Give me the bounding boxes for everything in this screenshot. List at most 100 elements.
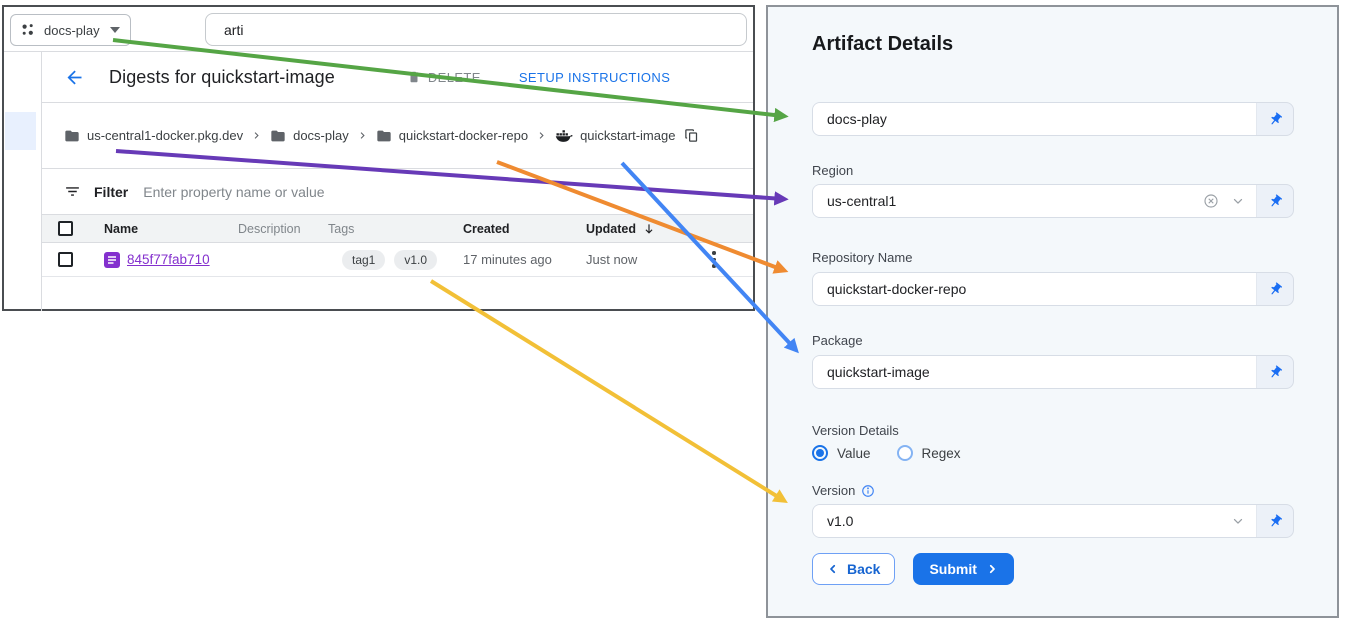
back-arrow-button[interactable] bbox=[64, 67, 85, 88]
project-selector[interactable]: docs-play bbox=[10, 14, 131, 46]
folder-icon bbox=[64, 128, 80, 144]
package-label: Package bbox=[812, 333, 863, 348]
repository-label: Repository Name bbox=[812, 250, 913, 265]
pin-icon bbox=[1268, 365, 1283, 380]
submit-button[interactable]: Submit bbox=[913, 553, 1014, 585]
version-field[interactable]: v1.0 bbox=[812, 504, 1294, 538]
row-overflow-menu-button[interactable] bbox=[712, 251, 716, 268]
version-details-label: Version Details bbox=[812, 423, 899, 438]
project-field[interactable]: docs-play bbox=[812, 102, 1294, 136]
clear-circle-icon bbox=[1203, 193, 1219, 209]
project-selector-label: docs-play bbox=[44, 22, 100, 38]
filter-placeholder: Enter property name or value bbox=[143, 183, 325, 200]
info-icon[interactable] bbox=[861, 484, 875, 498]
folder-icon bbox=[376, 128, 392, 144]
package-field[interactable]: quickstart-image bbox=[812, 355, 1294, 389]
pin-button[interactable] bbox=[1257, 103, 1293, 135]
search-input[interactable]: arti bbox=[205, 13, 747, 46]
clear-button[interactable] bbox=[1203, 193, 1219, 209]
region-field-value: us-central1 bbox=[827, 193, 897, 209]
radio-selected-icon bbox=[812, 445, 828, 461]
project-field-value: docs-play bbox=[827, 111, 887, 127]
pin-icon bbox=[1268, 112, 1283, 127]
project-switcher-icon bbox=[20, 22, 36, 38]
page-title: Digests for quickstart-image bbox=[109, 66, 335, 87]
digest-icon bbox=[104, 251, 120, 268]
radio-regex-label: Regex bbox=[921, 445, 961, 461]
submit-button-label: Submit bbox=[929, 561, 977, 577]
breadcrumb: us-central1-docker.pkg.dev docs-play bbox=[42, 103, 753, 169]
pin-icon bbox=[1268, 282, 1283, 297]
chevron-right-icon bbox=[535, 129, 548, 142]
page-header: Digests for quickstart-image DELETE SETU… bbox=[42, 52, 753, 103]
row-checkbox[interactable] bbox=[58, 252, 73, 267]
console-topbar: docs-play arti bbox=[4, 7, 753, 52]
dropdown-toggle[interactable] bbox=[1231, 514, 1245, 528]
back-button[interactable]: Back bbox=[812, 553, 896, 585]
delete-label: DELETE bbox=[427, 69, 481, 85]
breadcrumb-item-registry[interactable]: us-central1-docker.pkg.dev bbox=[64, 128, 243, 144]
radio-regex[interactable]: Regex bbox=[896, 445, 961, 461]
nav-gutter bbox=[4, 52, 42, 311]
region-label: Region bbox=[812, 163, 854, 178]
column-header-tags[interactable]: Tags bbox=[328, 221, 355, 236]
search-value: arti bbox=[224, 21, 244, 38]
chevron-down-icon bbox=[1231, 194, 1245, 208]
pin-icon bbox=[1268, 194, 1283, 209]
filter-bar[interactable]: Filter Enter property name or value bbox=[42, 169, 753, 215]
tag-chip: tag1 bbox=[342, 249, 386, 270]
breadcrumb-item-project[interactable]: docs-play bbox=[270, 128, 349, 144]
chevron-right-icon bbox=[250, 129, 263, 142]
pin-button[interactable] bbox=[1257, 273, 1293, 305]
region-field[interactable]: us-central1 bbox=[812, 184, 1294, 218]
chevron-right-icon bbox=[986, 563, 998, 575]
radio-value-label: Value bbox=[837, 445, 871, 461]
dropdown-toggle[interactable] bbox=[1231, 194, 1245, 208]
breadcrumb-label: quickstart-image bbox=[580, 128, 676, 143]
pin-button[interactable] bbox=[1257, 356, 1293, 388]
filter-label: Filter bbox=[94, 183, 129, 200]
breadcrumb-label: us-central1-docker.pkg.dev bbox=[87, 128, 244, 143]
copy-button[interactable] bbox=[684, 128, 699, 143]
column-header-updated-label: Updated bbox=[586, 221, 636, 236]
digest-link[interactable]: 845f77fab710 bbox=[127, 252, 210, 267]
column-header-name[interactable]: Name bbox=[104, 221, 139, 236]
pin-button[interactable] bbox=[1257, 505, 1293, 537]
breadcrumb-item-package[interactable]: quickstart-image bbox=[555, 128, 675, 143]
version-details-radio-group: Value Regex bbox=[812, 445, 1294, 461]
column-header-updated[interactable]: Updated bbox=[586, 222, 698, 236]
filter-icon bbox=[64, 183, 81, 200]
back-button-label: Back bbox=[847, 561, 881, 577]
table-header: Name Description Tags Created Updated bbox=[42, 215, 753, 243]
console-screenshot: docs-play arti Digests for quickstart-im… bbox=[2, 5, 755, 311]
setup-instructions-label: SETUP INSTRUCTIONS bbox=[518, 69, 671, 85]
breadcrumb-label: docs-play bbox=[293, 128, 349, 143]
column-header-created[interactable]: Created bbox=[463, 221, 510, 236]
back-arrow-icon bbox=[64, 67, 85, 88]
trash-icon bbox=[407, 70, 421, 84]
pin-icon bbox=[1268, 514, 1283, 529]
repository-field[interactable]: quickstart-docker-repo bbox=[812, 272, 1294, 306]
breadcrumb-label: quickstart-docker-repo bbox=[398, 128, 529, 143]
active-nav-highlight bbox=[5, 112, 36, 150]
package-field-value: quickstart-image bbox=[827, 364, 930, 380]
sort-descending-icon bbox=[642, 222, 656, 236]
table-row: 845f77fab710 tag1 v1.0 17 minutes ago Ju… bbox=[42, 243, 753, 277]
setup-instructions-button[interactable]: SETUP INSTRUCTIONS bbox=[519, 70, 670, 85]
delete-button[interactable]: DELETE bbox=[407, 70, 481, 85]
docker-icon bbox=[555, 128, 573, 143]
folder-icon bbox=[270, 128, 286, 144]
breadcrumb-item-repository[interactable]: quickstart-docker-repo bbox=[376, 128, 528, 144]
column-header-description[interactable]: Description bbox=[238, 221, 301, 236]
copy-icon bbox=[684, 128, 699, 143]
select-all-checkbox[interactable] bbox=[58, 221, 73, 236]
chevron-right-icon bbox=[356, 129, 369, 142]
artifact-details-panel: Artifact Details docs-play Region us-cen… bbox=[766, 5, 1339, 618]
radio-value[interactable]: Value bbox=[812, 445, 871, 461]
row-updated: Just now bbox=[586, 252, 638, 267]
chevron-down-icon bbox=[109, 27, 120, 33]
version-field-value: v1.0 bbox=[827, 513, 854, 529]
chevron-down-icon bbox=[1231, 514, 1245, 528]
chevron-left-icon bbox=[827, 563, 839, 575]
pin-button[interactable] bbox=[1257, 185, 1293, 217]
